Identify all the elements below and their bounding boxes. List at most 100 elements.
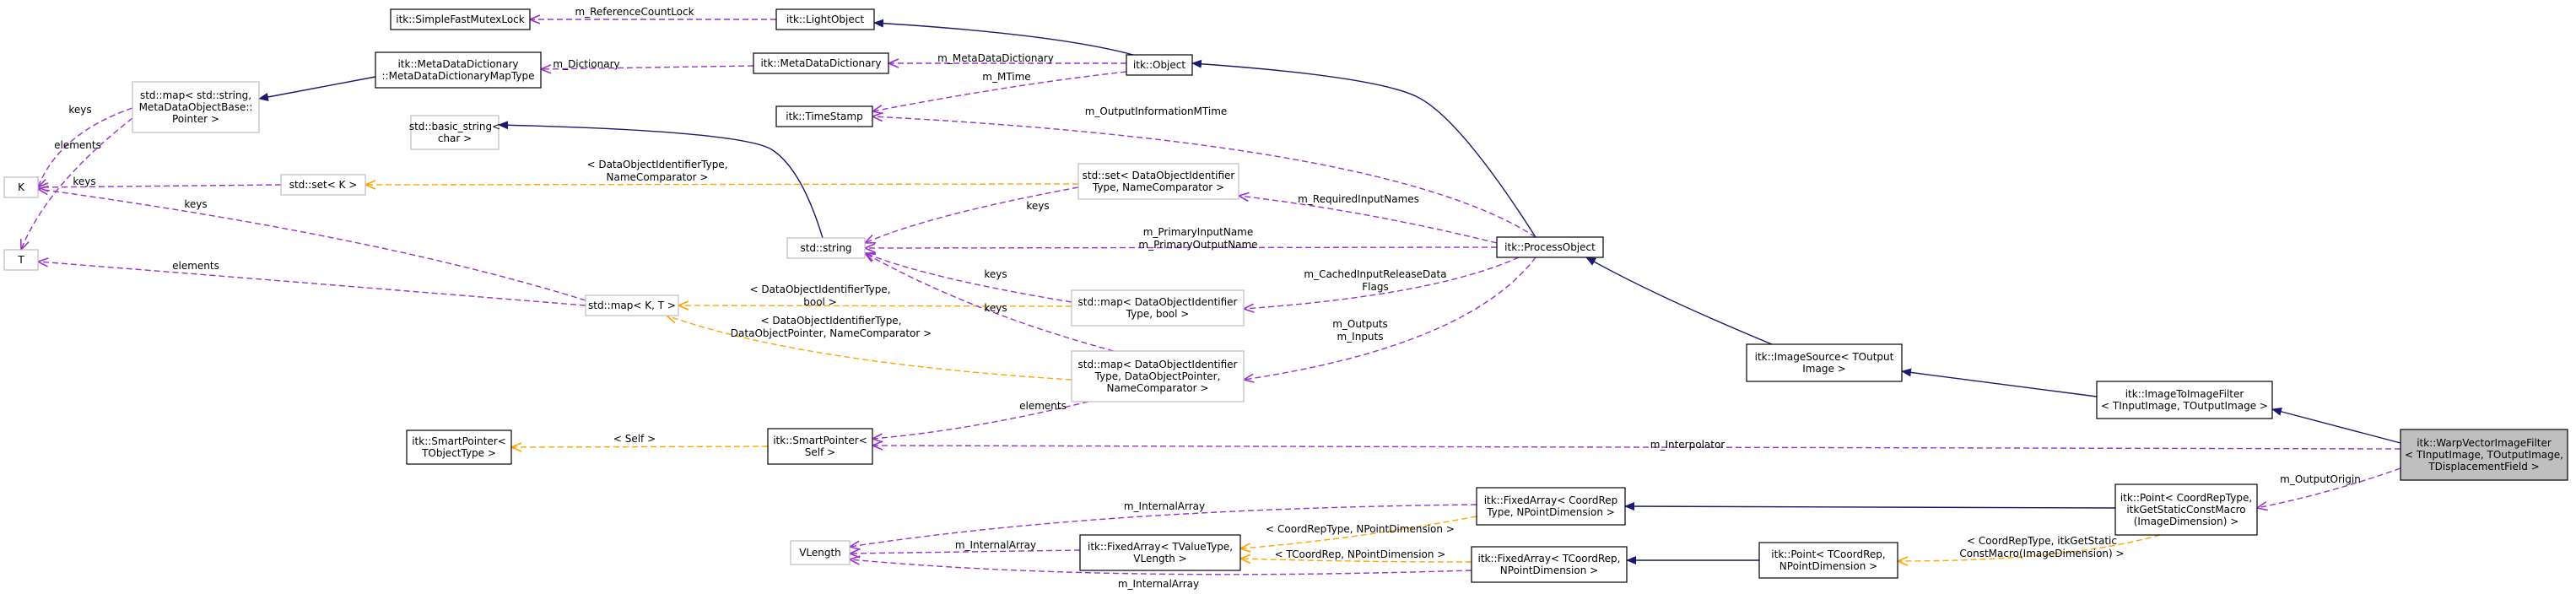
class-node-std-map-string[interactable]: std::map< std::string,MetaDataObjectBase… <box>132 81 260 133</box>
class-node-smart-pointer-self[interactable]: itk::SmartPointer<Self > <box>767 428 873 465</box>
usage-edge-line <box>36 107 133 188</box>
edge-label: < CoordRepType, itkGetStatic <box>1967 535 2117 547</box>
class-node-std-map-kt[interactable]: std::map< K, T > <box>585 294 679 316</box>
class-node-std-set-doi[interactable]: std::set< DataObjectIdentifierType, Name… <box>1077 163 1239 200</box>
edge-std-map-doi-bool-to-std-string: keys <box>864 252 1072 303</box>
edge-label: m_MetaDataDictionary <box>937 52 1054 64</box>
edge-label: < DataObjectIdentifierType, <box>760 315 901 327</box>
edge-label: m_Inputs <box>1337 331 1383 343</box>
edge-label: elements <box>54 139 101 151</box>
node-label: itk::SmartPointer< <box>773 435 867 446</box>
edge-warp-vector-image-filter-to-smart-pointer-self: m_Interpolator <box>872 439 2401 451</box>
class-node-std-map-doi-ptr[interactable]: std::map< DataObjectIdentifierType, Data… <box>1071 350 1245 402</box>
edge-label: keys <box>1026 200 1049 212</box>
class-node-image-source[interactable]: itk::ImageSource< TOutputImage > <box>1746 343 1903 382</box>
class-node-light-object[interactable]: itk::LightObject <box>775 8 875 30</box>
node-label: Type, bool > <box>1126 308 1190 320</box>
edge-label: < DataObjectIdentifierType, <box>749 284 890 295</box>
class-node-simple-fast-mutex-lock[interactable]: itk::SimpleFastMutexLock <box>390 8 531 30</box>
edge-label: m_OutputInformationMTime <box>1085 105 1228 117</box>
class-node-std-set-k[interactable]: std::set< K > <box>280 174 366 196</box>
edge-label: < Self > <box>613 433 656 445</box>
class-node-point-coord-rep-type[interactable]: itk::Point< CoordRepType,itkGetStaticCon… <box>2114 483 2258 536</box>
edge-point-coord-rep-type-to-point-t-coord-rep: < CoordRepType, itkGetStaticConstMacro(I… <box>1897 534 2161 566</box>
edge-label: m_PrimaryOutputName <box>1138 239 1257 251</box>
node-label: itk::Object <box>1133 59 1185 71</box>
class-node-meta-data-dictionary[interactable]: itk::MetaDataDictionary <box>753 52 889 74</box>
node-label: itk::ImageToImageFilter <box>2125 388 2244 400</box>
class-node-image-to-image-filter[interactable]: itk::ImageToImageFilter< TInputImage, TO… <box>2096 381 2273 419</box>
class-node-basic-string[interactable]: std::basic_string<char > <box>409 115 500 150</box>
node-box <box>790 540 851 565</box>
class-node-fixed-array-coord-rep-type[interactable]: itk::FixedArray< CoordRepType, NPointDim… <box>1476 487 1626 526</box>
usage-edge-line <box>37 185 586 301</box>
edge-map-type-to-std-map-string <box>258 76 376 101</box>
node-label: TDisplacementField > <box>2427 461 2539 473</box>
template-edge-line <box>666 314 1072 381</box>
edge-meta-data-dictionary-to-map-type: m_Dictionary <box>540 58 754 74</box>
class-node-point-t-coord-rep[interactable]: itk::Point< TCoordRep,NPointDimension > <box>1758 542 1898 579</box>
class-node-time-stamp[interactable]: itk::TimeStamp <box>775 105 873 127</box>
node-box <box>2400 429 2568 481</box>
edge-label: NameComparator > <box>607 171 709 183</box>
template-edge-line <box>678 300 1072 311</box>
edge-std-string-to-basic-string <box>498 121 824 239</box>
usage-edge-line <box>849 548 1081 559</box>
node-label: itk::SmartPointer< <box>412 435 506 447</box>
usage-edge-line <box>849 555 1472 575</box>
edge-label: bool > <box>803 296 837 308</box>
inheritance-edge-line <box>1191 59 1536 238</box>
class-node-map-type[interactable]: itk::MetaDataDictionary::MetaDataDiction… <box>375 51 542 89</box>
inheritance-edge-line <box>1901 368 2098 397</box>
edge-std-map-kt-to-k: keys <box>37 185 586 301</box>
class-node-std-string[interactable]: std::string <box>786 237 866 259</box>
edge-label: keys <box>984 302 1007 314</box>
template-edge-line <box>1897 534 2161 566</box>
class-node-std-map-doi-bool[interactable]: std::map< DataObjectIdentifierType, bool… <box>1071 289 1245 327</box>
node-label: std::basic_string< <box>409 121 500 132</box>
edge-label: keys <box>68 104 91 116</box>
node-label: TObjectType > <box>421 447 496 459</box>
usage-edge-line <box>2256 467 2401 511</box>
edge-std-map-string-to-t: elements <box>19 117 133 251</box>
usage-edge-line <box>19 117 133 251</box>
node-box <box>132 81 260 133</box>
node-label: T <box>17 254 24 266</box>
node-label: itk::SimpleFastMutexLock <box>396 14 525 25</box>
usage-edge-line <box>37 257 586 306</box>
edge-std-set-doi-to-std-string: keys <box>864 186 1079 244</box>
node-label: itk::FixedArray< TCoordRep, <box>1477 553 1620 564</box>
edge-process-object-to-object <box>1191 59 1536 238</box>
class-node-fixed-array-t-value-type[interactable]: itk::FixedArray< TValueType,VLength > <box>1079 534 1241 571</box>
node-box <box>1079 534 1241 571</box>
edge-std-map-doi-bool-to-std-map-kt: < DataObjectIdentifierType,bool > <box>678 284 1072 311</box>
class-node-process-object[interactable]: itk::ProcessObject <box>1496 236 1604 258</box>
usage-edge-line <box>37 182 282 192</box>
edge-label: m_Outputs <box>1332 318 1388 330</box>
node-label: < TInputImage, TOutputImage, <box>2405 449 2563 461</box>
class-node-fixed-array-t-coord-rep[interactable]: itk::FixedArray< TCoordRep,NPointDimensi… <box>1471 546 1628 583</box>
node-label: (ImageDimension) > <box>2134 516 2239 527</box>
node-label: itk::ImageSource< TOutput <box>1755 351 1894 363</box>
inheritance-edge-line <box>498 121 824 239</box>
node-box <box>375 51 542 89</box>
usage-edge-line <box>864 252 1115 352</box>
class-node-t[interactable]: T <box>3 249 39 271</box>
edge-std-map-string-to-k: keys <box>36 104 133 188</box>
edge-process-object-to-std-set-doi: m_RequiredInputNames <box>1238 192 1498 244</box>
class-node-object[interactable]: itk::Object <box>1126 54 1193 76</box>
edge-label: m_Dictionary <box>553 58 619 70</box>
edge-label: elements <box>1019 400 1067 412</box>
node-box <box>406 429 512 465</box>
node-label: itkGetStaticConstMacro <box>2126 504 2245 516</box>
edge-label: keys <box>73 176 95 187</box>
node-label: Type, NPointDimension > <box>1486 506 1615 518</box>
node-box <box>1071 289 1245 327</box>
class-node-k[interactable]: K <box>3 176 39 198</box>
class-node-warp-vector-image-filter[interactable]: itk::WarpVectorImageFilter< TInputImage,… <box>2400 429 2568 481</box>
class-node-v-length[interactable]: VLength <box>790 540 851 565</box>
class-node-smart-pointer-t-object[interactable]: itk::SmartPointer<TObjectType > <box>406 429 512 465</box>
node-box <box>753 52 889 74</box>
